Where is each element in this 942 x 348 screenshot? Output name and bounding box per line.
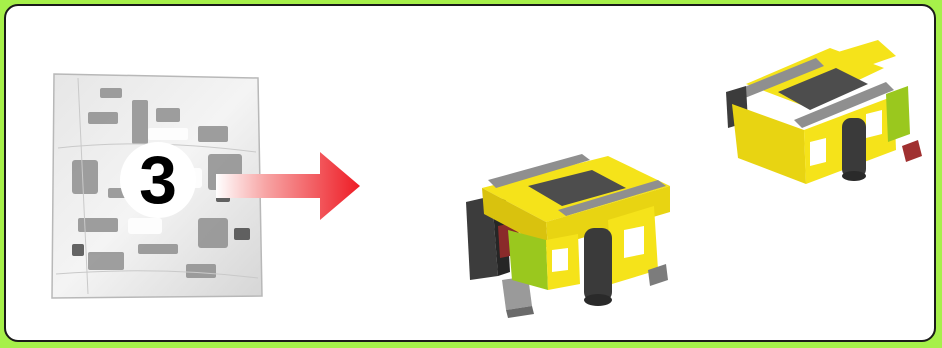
right-arrow-icon	[216, 152, 362, 220]
instruction-panel: 3	[4, 4, 936, 342]
step-number: 3	[139, 146, 177, 214]
step-number-badge: 3	[120, 142, 196, 218]
model-back-view	[718, 34, 926, 210]
model-front-view	[458, 130, 678, 326]
